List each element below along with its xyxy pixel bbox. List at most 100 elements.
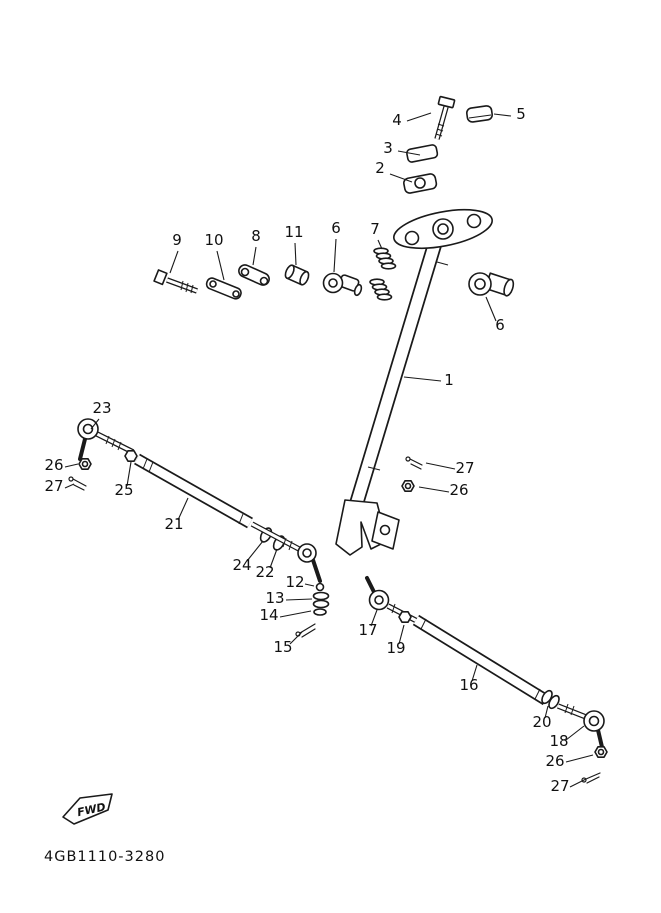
joint-right <box>468 272 515 297</box>
callout-8: 8 <box>251 227 261 245</box>
clamp-bolt <box>434 95 456 140</box>
leader-line-11 <box>294 242 297 266</box>
nut-mid <box>401 479 415 493</box>
callout-19: 19 <box>386 639 405 657</box>
leader-line-3 <box>397 150 421 156</box>
callout-27: 27 <box>550 777 569 795</box>
callout-26: 26 <box>545 752 564 770</box>
nut-19 <box>398 610 412 624</box>
callout-10: 10 <box>204 231 223 249</box>
callout-7: 7 <box>370 220 380 238</box>
leader-line-16 <box>471 664 478 682</box>
callout-15: 15 <box>273 638 292 656</box>
callout-22: 22 <box>255 563 274 581</box>
cotter-pin-mid <box>405 456 423 470</box>
leader-line-7 <box>377 239 383 250</box>
callout-6: 6 <box>495 316 505 334</box>
leader-line-24 <box>246 540 264 562</box>
tie-rod-left <box>134 453 253 529</box>
leader-line-18 <box>565 725 585 741</box>
callout-18: 18 <box>549 732 568 750</box>
callout-6: 6 <box>331 219 341 237</box>
link-plate <box>238 264 270 286</box>
leader-line-26 <box>565 754 594 763</box>
callout-9: 9 <box>172 231 182 249</box>
ball-stud-12 <box>315 582 325 592</box>
fwd-flag: FWD <box>62 793 113 825</box>
cotter-pin-right <box>581 772 601 784</box>
callout-26: 26 <box>449 481 468 499</box>
leader-line-1 <box>403 376 442 382</box>
callout-3: 3 <box>383 139 393 157</box>
stopper-plate <box>205 277 242 300</box>
parts-layer: FWD 4GB1110-3280 <box>44 95 608 865</box>
jam-nut-25 <box>124 449 138 463</box>
spring-washers <box>369 247 397 301</box>
leader-line-27 <box>569 778 587 788</box>
rod-end-middle <box>250 521 322 583</box>
leader-line-8 <box>252 246 257 266</box>
nut-right-rod-end <box>594 745 608 759</box>
leader-line-23 <box>90 418 100 430</box>
collar <box>284 264 310 286</box>
leader-line-19 <box>398 624 405 645</box>
leader-line-14 <box>279 610 312 618</box>
leader-line-26 <box>64 463 79 468</box>
handlebar-clamp-lower <box>403 173 438 194</box>
steering-stem <box>335 217 450 556</box>
tie-rod-end-left <box>77 418 135 461</box>
leader-line-5 <box>493 113 512 117</box>
nut-left-rod-end <box>78 457 92 471</box>
leader-line-20 <box>544 705 549 719</box>
tie-rod-right <box>412 614 550 706</box>
leader-line-12 <box>304 583 315 587</box>
leader-line-15 <box>289 631 303 645</box>
leader-line-4 <box>406 112 432 122</box>
leader-line-6 <box>333 238 337 273</box>
leader-line-26 <box>418 486 450 493</box>
rod-end-17 <box>365 576 419 624</box>
leader-line-9 <box>169 250 179 274</box>
callout-14: 14 <box>259 606 278 624</box>
callout-23: 23 <box>92 399 111 417</box>
callout-4: 4 <box>392 111 402 129</box>
callout-11: 11 <box>284 223 303 241</box>
cotter-pin-left <box>68 476 87 491</box>
leader-line-6 <box>485 296 497 322</box>
leader-line-22 <box>269 548 278 569</box>
steering-crown <box>393 208 493 250</box>
callout-26: 26 <box>44 456 63 474</box>
leader-line-25 <box>126 461 132 487</box>
stem-cap <box>465 105 494 123</box>
leader-line-21 <box>177 497 189 521</box>
callout-1: 1 <box>444 371 454 389</box>
handlebar-clamp-upper <box>406 144 439 163</box>
washer-20 <box>541 689 560 710</box>
callout-20: 20 <box>532 713 551 731</box>
callout-16: 16 <box>459 676 478 694</box>
diagram-code: 4GB1110-3280 <box>44 849 165 865</box>
tie-rod-end-right <box>556 703 605 749</box>
bolt-9 <box>153 269 198 294</box>
washer-14 <box>313 608 327 616</box>
callout-27: 27 <box>44 477 63 495</box>
leader-line-2 <box>389 173 413 183</box>
callout-24: 24 <box>232 556 251 574</box>
callout-17: 17 <box>358 621 377 639</box>
callout-27: 27 <box>455 459 474 477</box>
washer-stack-13 <box>312 591 330 609</box>
callout-21: 21 <box>164 515 183 533</box>
leader-line-17 <box>370 609 378 627</box>
callout-12: 12 <box>285 573 304 591</box>
callout-13: 13 <box>265 589 284 607</box>
joint-left <box>322 272 363 297</box>
fwd-label: FWD <box>76 800 107 819</box>
callout-25: 25 <box>114 481 133 499</box>
leader-line-10 <box>216 250 225 281</box>
leader-line-27 <box>64 483 75 489</box>
leader-line-27 <box>425 462 456 470</box>
callout-5: 5 <box>516 105 526 123</box>
callout-2: 2 <box>375 159 385 177</box>
